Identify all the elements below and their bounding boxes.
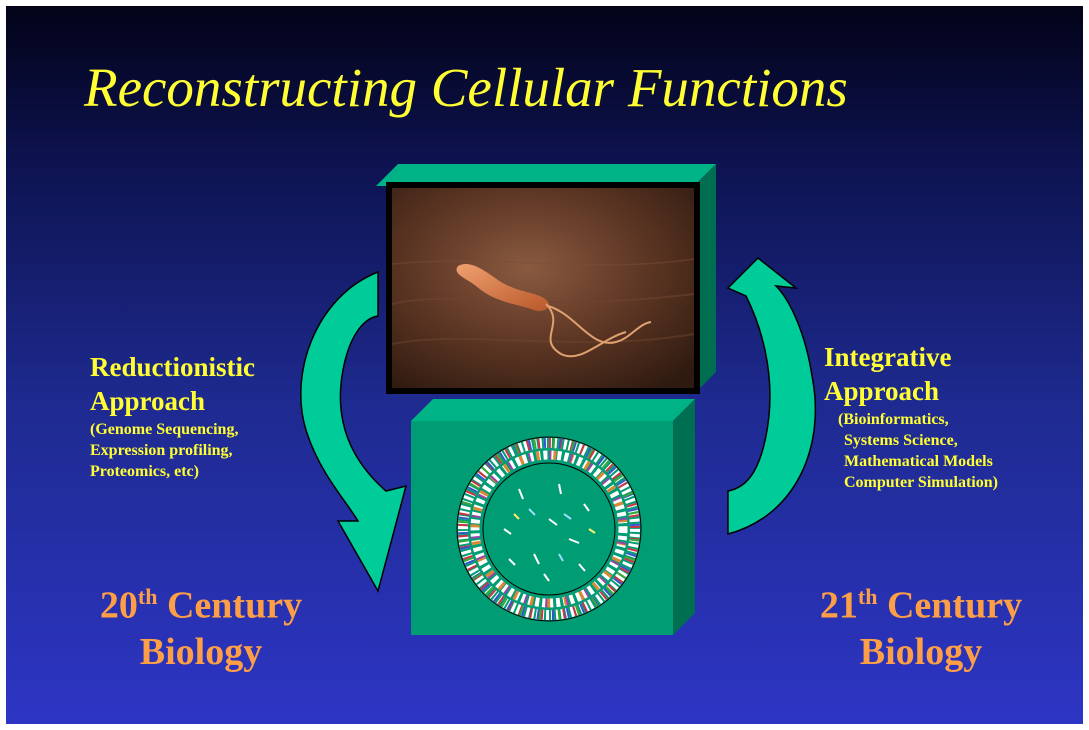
right-detail-line: Mathematical Models [838, 451, 998, 472]
left-century-label: 20th Century Biology [76, 574, 326, 675]
left-century-suffix: th [138, 584, 158, 609]
left-heading: Reductionistic Approach [90, 350, 255, 418]
right-details: (Bioinformatics, Systems Science, Mathem… [838, 409, 998, 493]
right-century-word: Century [887, 585, 1022, 627]
left-heading-line1: Reductionistic [90, 350, 255, 384]
left-details: (Genome Sequencing, Expression profiling… [90, 419, 238, 482]
left-century-number: 20 [100, 585, 138, 627]
left-heading-line2: Approach [90, 384, 255, 418]
slide: Reconstructing Cellular Functions [6, 6, 1083, 724]
right-heading-line2: Approach [824, 374, 951, 408]
left-detail-line: Proteomics, etc) [90, 461, 238, 482]
left-century-word: Century [167, 585, 302, 627]
bacterium-box [376, 164, 726, 399]
left-detail-line: Expression profiling, [90, 440, 238, 461]
right-century-line2: Biology [796, 629, 1046, 675]
right-century-suffix: th [858, 584, 878, 609]
micrograph-image [392, 188, 694, 388]
genome-box [411, 399, 701, 637]
right-century-number: 21 [820, 585, 858, 627]
right-detail-line: Computer Simulation) [838, 472, 998, 493]
right-heading-line1: Integrative [824, 340, 951, 374]
left-detail-line: (Genome Sequencing, [90, 419, 238, 440]
right-century-label: 21th Century Biology [796, 574, 1046, 675]
right-detail-line: (Bioinformatics, [838, 409, 998, 430]
right-detail-line: Systems Science, [838, 430, 998, 451]
right-heading: Integrative Approach [824, 340, 951, 408]
left-century-line2: Biology [76, 629, 326, 675]
right-arrow-shape [728, 258, 815, 534]
